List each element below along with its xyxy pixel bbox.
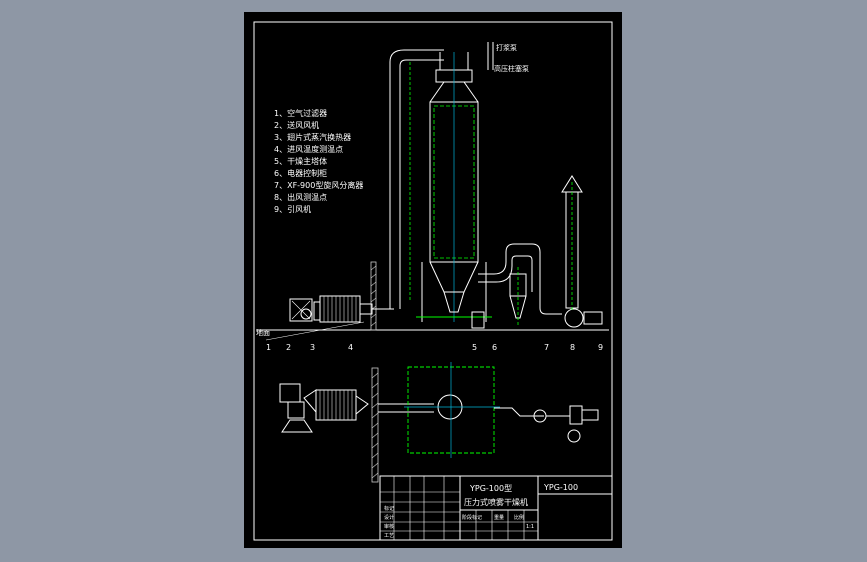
drawing-number: YPG-100 (543, 483, 578, 492)
parts-legend: 1、空气过滤器 2、送风风机 3、翅片式蒸汽换热器 4、进风温度测温点 5、干燥… (274, 108, 363, 214)
legend-item: 3、翅片式蒸汽换热器 (274, 132, 351, 142)
tower-bottom-cone (429, 261, 479, 293)
heater-fins-plan (319, 390, 353, 420)
exhaust-duct-inner (478, 255, 533, 292)
part-number: 5 (472, 343, 477, 352)
supply-fan (300, 308, 312, 320)
riser-duct-inner (399, 59, 444, 309)
fan-motor (583, 311, 603, 325)
air-filter-cross (291, 300, 311, 320)
fan-plan (279, 383, 301, 403)
stage-column-label: 阶段标记 (462, 514, 482, 521)
plunger-pump-label: 高压柱塞泵 (494, 64, 529, 73)
fan-base-plan (287, 401, 305, 419)
cyclone-outlet (539, 282, 562, 315)
part-number: 9 (598, 343, 603, 352)
title-block-frame (379, 475, 613, 541)
stage-grid (460, 510, 538, 540)
exhaust-duct (478, 243, 541, 292)
legend-item: 8、出风测温点 (274, 192, 327, 202)
title-block: 标记 设计 审核 工艺 YPG-100型 压力式喷雾干燥机 阶段标记 重量 比例… (379, 475, 613, 541)
scale-value: 1:1 (526, 524, 534, 530)
row-label: 审核 (384, 523, 394, 530)
elevation-view: 地面 (256, 49, 609, 352)
drawing-border (253, 21, 613, 541)
row-label: 设计 (384, 514, 394, 521)
wall-hatch-lines (371, 372, 379, 479)
heater-inlet-plan (303, 389, 317, 414)
part-number: 1 (266, 343, 271, 352)
fan-motor-plan (581, 409, 599, 421)
stage-column-label: 重量 (494, 514, 504, 521)
heater-outlet-plan (355, 395, 369, 415)
process-flow-drawing: 1、空气过滤器 2、送风风机 3、翅片式蒸汽换热器 4、进风温度测温点 5、干燥… (253, 21, 613, 541)
part-number: 8 (570, 343, 575, 352)
filter-plan (281, 419, 313, 433)
fan-duct (313, 301, 321, 321)
legend-item: 5、干燥主塔体 (274, 156, 327, 166)
riser-duct (389, 49, 444, 309)
drawing-model: YPG-100型 (469, 484, 512, 493)
row-label: 标记 (384, 505, 394, 512)
induced-fan (564, 308, 584, 328)
part-number: 7 (544, 343, 549, 352)
exhaust-duct-plan (494, 407, 544, 417)
revision-grid (393, 476, 445, 540)
stack-plan (567, 429, 581, 443)
wall-hatch-lines (370, 265, 377, 327)
discharge-cone (443, 291, 465, 313)
part-number: 2 (286, 343, 291, 352)
stage-column-label: 比例 (514, 514, 524, 521)
row-label: 工艺 (384, 533, 394, 539)
part-number-row: 1 2 3 4 5 6 7 8 9 (265, 321, 603, 352)
legend-item: 4、进风温度测温点 (274, 144, 343, 154)
legend-item: 9、引风机 (274, 204, 311, 214)
induced-fan-plan (569, 405, 583, 425)
wall-hatch (370, 261, 377, 331)
part-number: 3 (310, 343, 315, 352)
legend-item: 6、电器控制柜 (274, 168, 327, 178)
heater-fins (323, 296, 357, 322)
air-filter (289, 298, 313, 322)
ground-label: 地面 (256, 328, 270, 337)
slurry-pump-label: 打浆泵 (496, 43, 517, 52)
drawing-sheet: 1、空气过滤器 2、送风风机 3、翅片式蒸汽换热器 4、进风温度测温点 5、干燥… (244, 12, 622, 548)
revision-grid (380, 491, 460, 532)
leader-line (265, 321, 365, 341)
part-number: 6 (492, 343, 497, 352)
control-cabinet (471, 311, 485, 329)
heater-outlet (359, 303, 373, 315)
wall-hatch (371, 367, 379, 483)
part-number: 4 (348, 343, 353, 352)
legend-item: 7、XF-900型旋风分离器 (274, 180, 363, 190)
legend-item: 2、送风风机 (274, 120, 319, 130)
drawing-title: 压力式喷雾干燥机 (464, 497, 528, 507)
legend-item: 1、空气过滤器 (274, 108, 327, 118)
plan-view (279, 362, 599, 483)
